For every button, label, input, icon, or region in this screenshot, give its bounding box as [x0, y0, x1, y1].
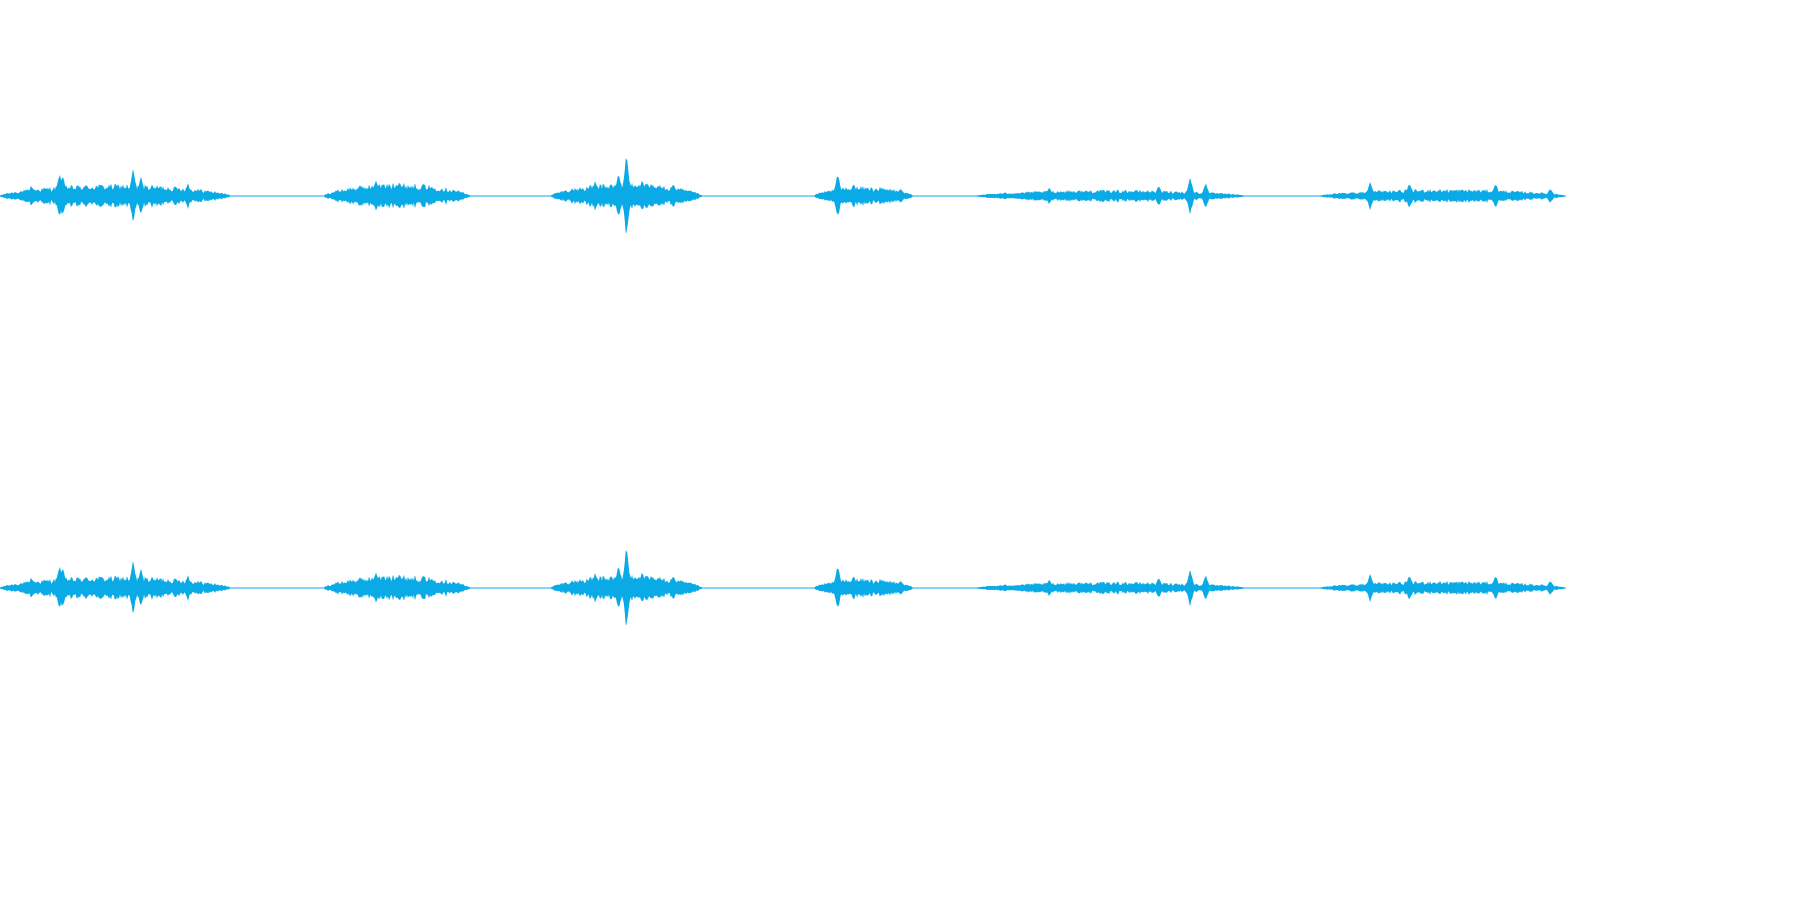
- waveform-signal: [0, 550, 1566, 625]
- waveform-channel-top: [0, 158, 1566, 233]
- waveform-signal: [0, 158, 1566, 233]
- waveform-channel-bottom: [0, 550, 1566, 625]
